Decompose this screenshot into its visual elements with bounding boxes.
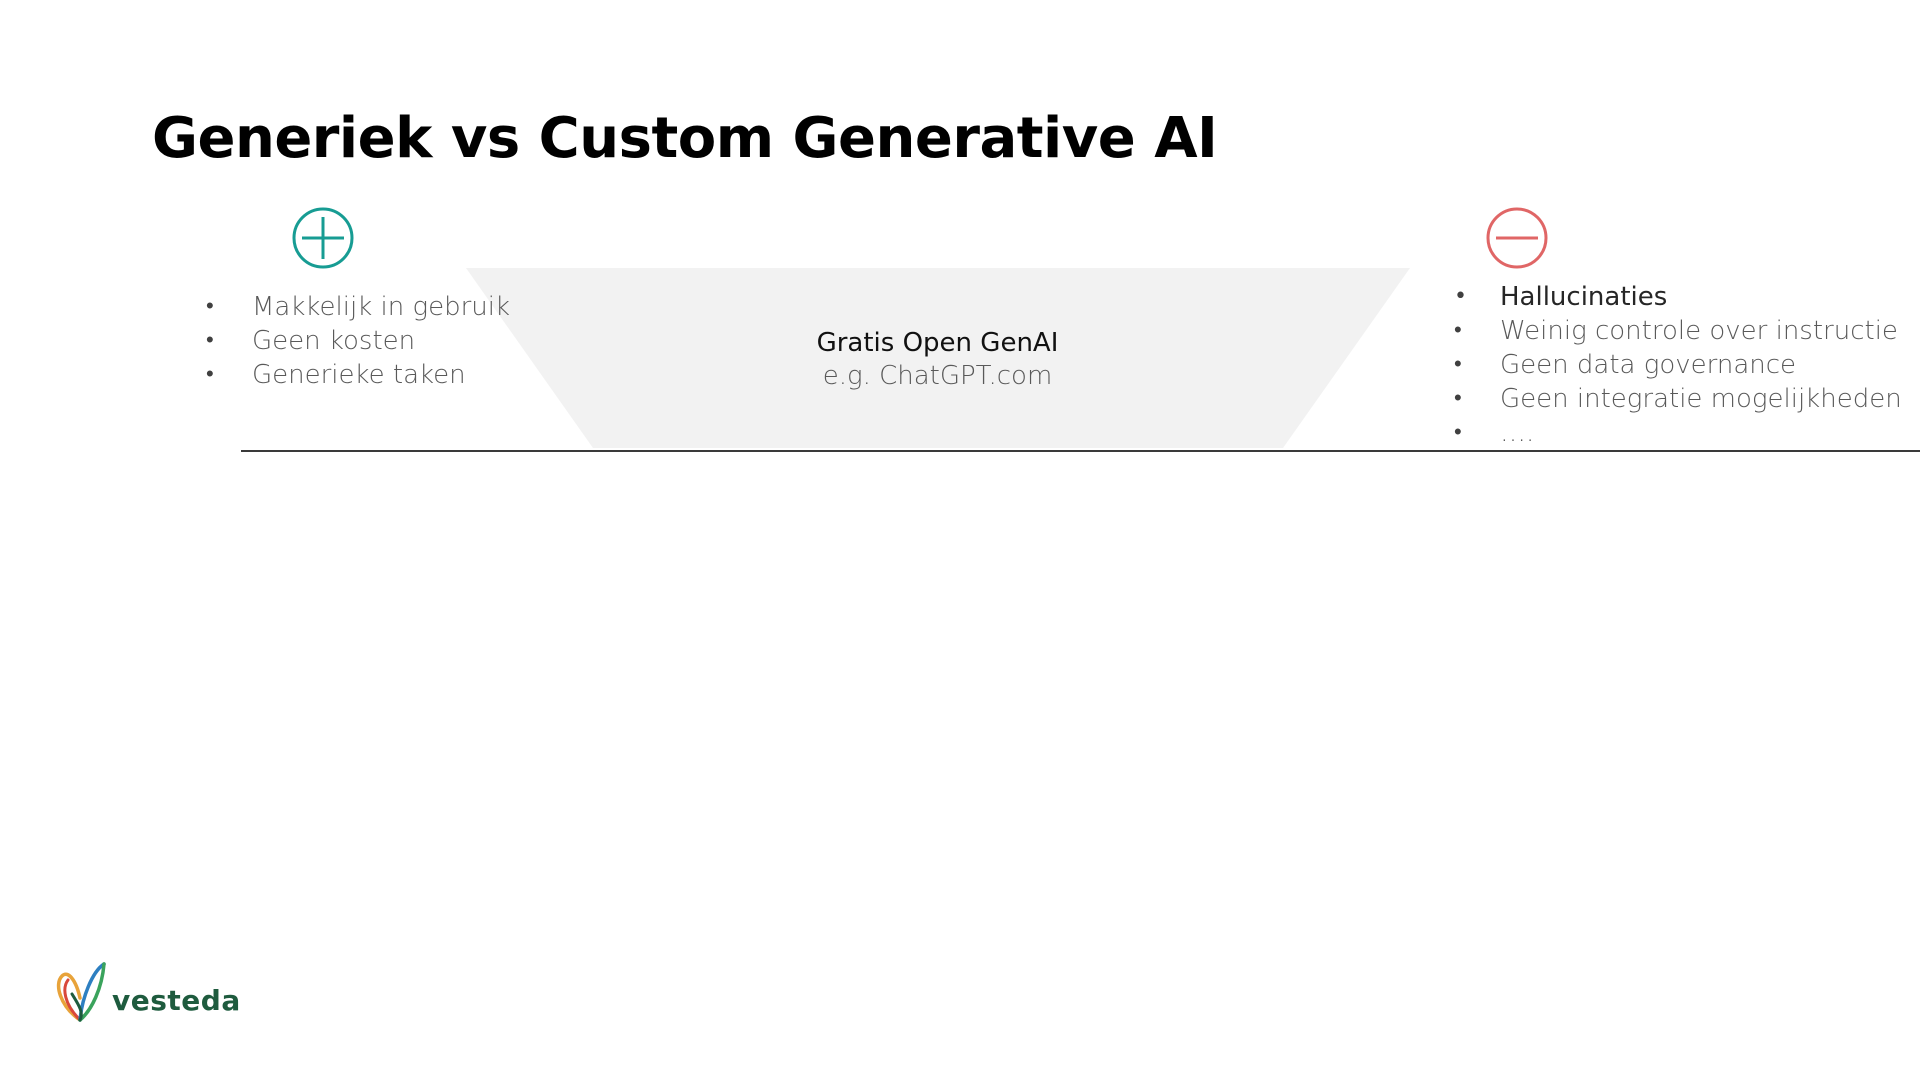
pros-item: Generieke taken <box>206 358 510 392</box>
baseline-divider <box>241 450 1920 452</box>
center-subtitle: e.g. ChatGPT.com <box>822 361 1053 391</box>
cons-item: …. <box>1454 416 1902 450</box>
pros-item: Makkelijk in gebruik <box>206 290 510 324</box>
cons-list: Hallucinaties Weinig controle over instr… <box>1454 280 1902 450</box>
cons-item: Geen integratie mogelijkheden <box>1454 382 1902 416</box>
vesteda-logo-mark-icon <box>56 962 106 1022</box>
center-title: Gratis Open GenAI <box>816 328 1059 358</box>
pros-item: Geen kosten <box>206 324 510 358</box>
pros-list: Makkelijk in gebruik Geen kosten Generie… <box>206 290 510 392</box>
vesteda-logo-text: vesteda <box>112 984 241 1017</box>
plus-circle-icon <box>292 207 354 269</box>
center-label: Gratis Open GenAI e.g. ChatGPT.com <box>700 326 1175 392</box>
slide-title: Generiek vs Custom Generative AI <box>152 106 1218 171</box>
cons-item: Hallucinaties <box>1454 280 1902 314</box>
vesteda-logo: vesteda <box>52 958 252 1030</box>
cons-item: Weinig controle over instructie <box>1454 314 1902 348</box>
minus-circle-icon <box>1486 207 1548 269</box>
cons-item: Geen data governance <box>1454 348 1902 382</box>
